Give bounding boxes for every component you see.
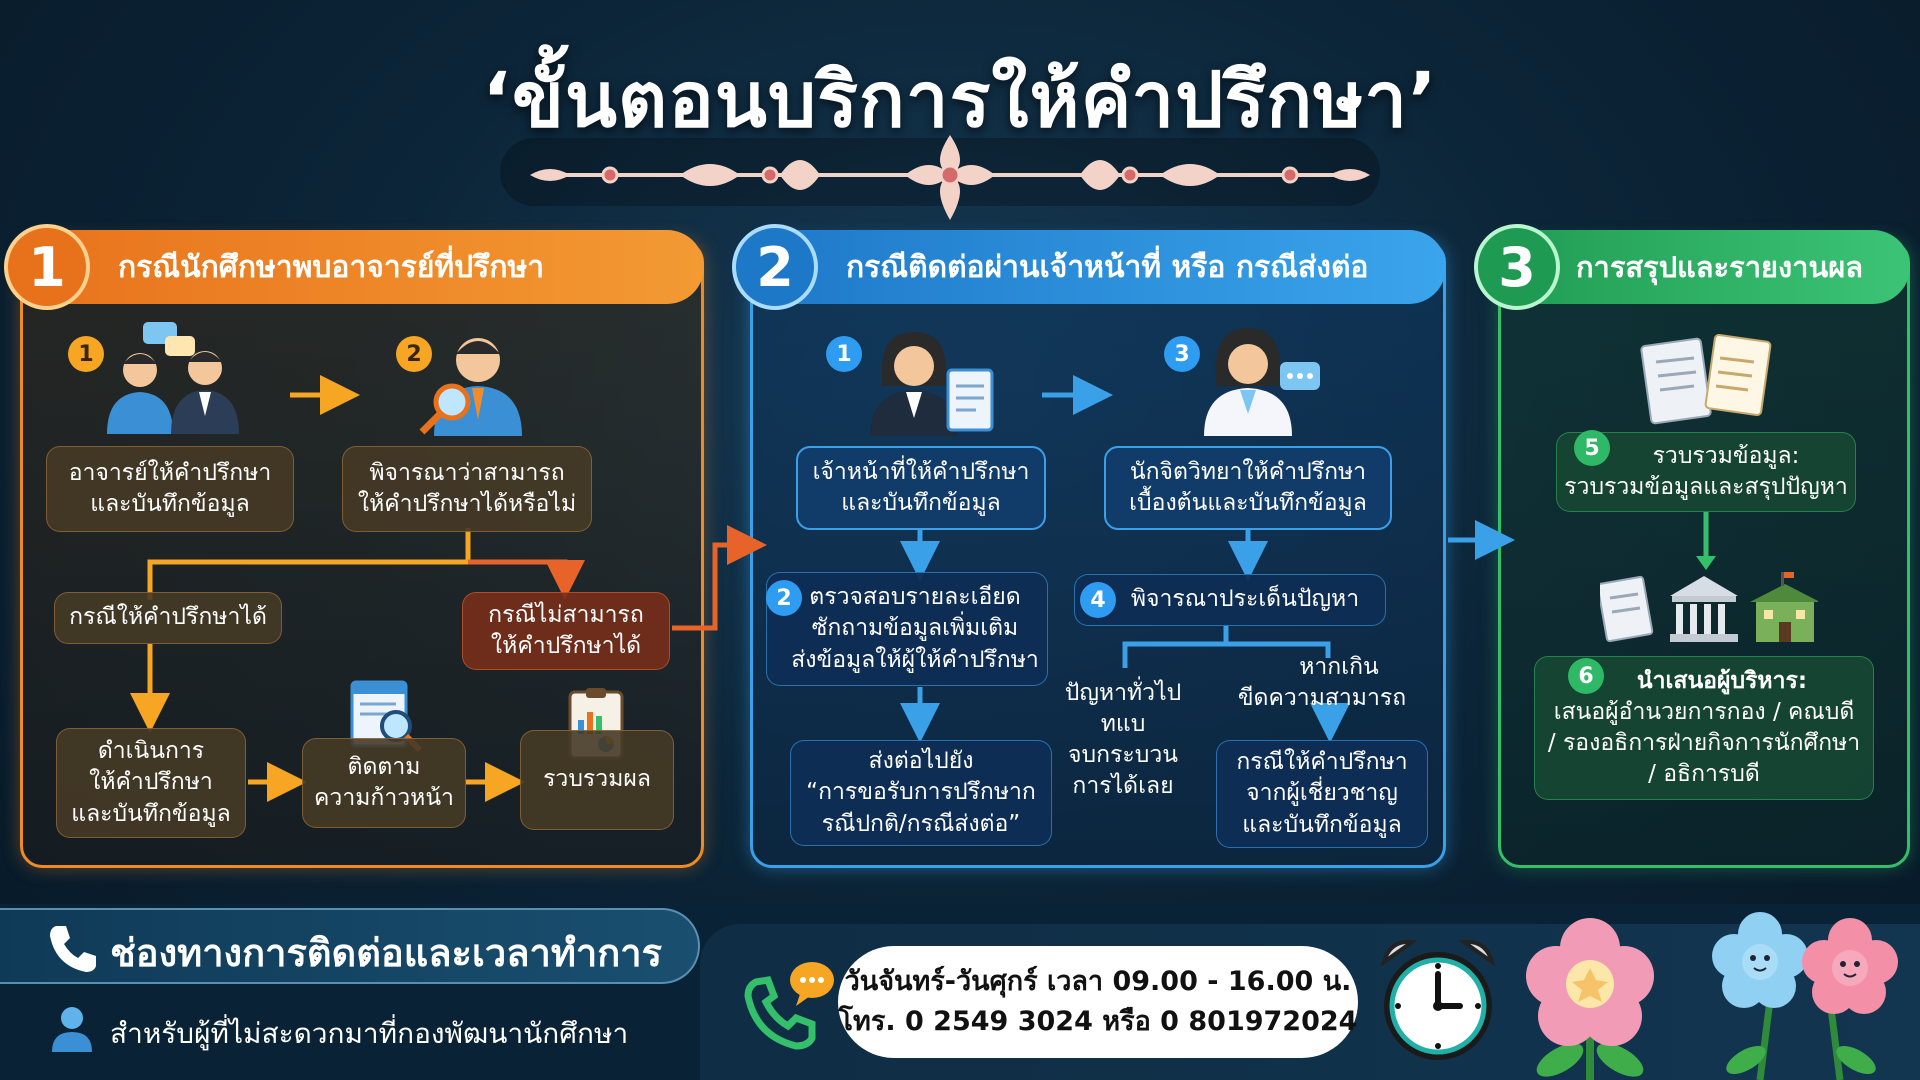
s2-general-line1: ปัญหาทั่วไป — [1064, 680, 1182, 706]
s2-general-line3: จบกระบวน — [1068, 742, 1178, 769]
s2-step3-box: นักจิตวิทยาให้คำปรึกษาเบื้องต้นและบันทึก… — [1104, 446, 1392, 530]
section-1-header: 1 กรณีนักศึกษาพบอาจารย์ที่ปรึกษา — [4, 224, 704, 310]
s2-step1-line1: เจ้าหน้าที่ให้คำปรึกษา — [812, 458, 1030, 485]
s2-expert-line2: จากผู้เชี่ยวชาญ — [1246, 780, 1398, 807]
s1-collect-box: รวบรวมผล — [520, 730, 674, 830]
s2-exceed-line2: ขีดความสามารถ — [1237, 685, 1407, 712]
s1-follow-line2: ความก้าวหน้า — [314, 785, 454, 811]
section-3-title: การสรุปและรายงานผล — [1576, 250, 1864, 284]
s1-no-line1: กรณีไม่สามารถ — [488, 601, 644, 628]
s1-proceed-box: ดำเนินการให้คำปรึกษาและบันทึกข้อมูล — [56, 728, 246, 838]
section-2-title: กรณีติดต่อผ่านเจ้าหน้าที่ หรือ กรณีส่งต่… — [846, 249, 1369, 285]
s2-step4-box: พิจารณาประเด็นปัญหา — [1074, 574, 1386, 626]
phone-chat-icon — [744, 962, 834, 1050]
s2-step3-line2: เบื้องต้นและบันทึกข้อมูล — [1129, 490, 1367, 516]
s1-step1-badge: 1 — [68, 336, 104, 372]
s3-step6-line3: / รองอธิการฝ่ายกิจการนักศึกษา — [1547, 730, 1861, 756]
s1-no-box: กรณีไม่สามารถให้คำปรึกษาได้ — [462, 592, 670, 670]
phone-icon — [50, 926, 96, 972]
s3-step6-line1: นำเสนอผู้บริหาร: — [1636, 667, 1808, 694]
s1-step2-box: พิจารณาว่าสามารถให้คำปรึกษาได้หรือไม่ — [342, 446, 592, 532]
s1-proceed-line1: ดำเนินการ — [97, 738, 205, 765]
user-icon — [52, 1007, 92, 1052]
s3-step6-badge: 6 — [1568, 658, 1604, 694]
s2-expert-line3: และบันทึกข้อมูล — [1242, 811, 1402, 838]
s2-step4-label: พิจารณาประเด็นปัญหา — [1130, 586, 1360, 613]
s1-step2-line2: ให้คำปรึกษาได้หรือไม่ — [357, 491, 577, 517]
s2-step3-line1: นักจิตวิทยาให้คำปรึกษา — [1129, 458, 1367, 485]
s2-refer-line3: รณีปกติ/กรณีส่งต่อ” — [821, 810, 1021, 837]
s3-step5-badge: 5 — [1574, 430, 1610, 466]
s2-refer-box: ส่งต่อไปยัง “การขอรับการปรึกษากรณีปกติ/กร… — [790, 740, 1052, 846]
s3-step6-line2: เสนอผู้อำนวยการกอง / คณบดี — [1553, 698, 1855, 725]
s2-general-text: ปัญหาทั่วไป ทแบ จบกระบวน การได้เลย — [1052, 678, 1194, 802]
s1-yes-label: กรณีให้คำปรึกษาได้ — [69, 604, 267, 631]
s1-step2-badge: 2 — [396, 336, 432, 372]
ornament-divider-icon — [530, 135, 1370, 220]
documents-icon — [1640, 333, 1772, 425]
contact-header — [0, 908, 700, 984]
flower-icon — [1526, 912, 1898, 1080]
s2-step2-badge: 2 — [766, 580, 802, 616]
teacher-student-icon — [107, 322, 239, 434]
s1-follow-box: ติดตามความก้าวหน้า — [302, 738, 466, 828]
s3-step5-box: รวบรวมข้อมูล: รวบรวมข้อมูลและสรุปปัญหา — [1556, 432, 1856, 512]
s2-step2-line1: ตรวจสอบรายละเอียด — [809, 584, 1021, 611]
section-2-number: 2 — [732, 224, 818, 310]
s3-step6-box: นำเสนอผู้บริหาร: เสนอผู้อำนวยการกอง / คณ… — [1534, 656, 1874, 800]
s2-exceed-text: หากเกิน ขีดความสามารถ — [1232, 652, 1412, 714]
s2-general-line4: การได้เลย — [1072, 773, 1174, 800]
magnifier-advisor-icon — [419, 338, 522, 436]
s2-expert-box: กรณีให้คำปรึกษาจากผู้เชี่ยวชาญและบันทึกข… — [1216, 740, 1428, 848]
s3-step6-line4: / อธิการบดี — [1648, 761, 1760, 788]
s2-refer-line2: “การขอรับการปรึกษาก — [806, 779, 1036, 806]
s1-step1-line2: และบันทึกข้อมูล — [90, 491, 250, 517]
s1-proceed-line2: ให้คำปรึกษา — [89, 769, 213, 796]
alarm-clock-icon — [1380, 939, 1496, 1060]
s2-step2-line3: ส่งข้อมูลให้ผู้ให้คำปรึกษา — [791, 646, 1039, 673]
s2-step2-box: ตรวจสอบรายละเอียดซักถามข้อมูลเพิ่มเติมส่… — [766, 572, 1048, 686]
psychologist-chat-icon — [1204, 328, 1320, 436]
s2-step4-badge: 4 — [1080, 582, 1116, 618]
s1-no-line2: ให้คำปรึกษาได้ — [490, 633, 642, 659]
s1-proceed-line3: และบันทึกข้อมูล — [71, 800, 231, 827]
s1-step1-box: อาจารย์ให้คำปรึกษาและบันทึกข้อมูล — [46, 446, 294, 532]
s2-step2-line2: ซักถามข้อมูลเพิ่มเติม — [811, 615, 1019, 642]
officer-clipboard-icon — [870, 332, 994, 436]
s2-general-line2: ทแบ — [1100, 711, 1146, 738]
page-title: ‘ขั้นตอนบริการให้คำปรึกษา’ — [482, 55, 1438, 144]
contact-subtitle: สำหรับผู้ที่ไม่สะดวกมาที่กองพัฒนานักศึกษ… — [110, 1017, 629, 1050]
s1-step2-line1: พิจารณาว่าสามารถ — [369, 459, 565, 486]
s2-expert-line1: กรณีให้คำปรึกษา — [1236, 749, 1408, 776]
report-search-icon — [350, 680, 423, 753]
institution-icon — [1600, 572, 1818, 643]
s3-step5-line2: รวบรวมข้อมูลและสรุปปัญหา — [1564, 474, 1848, 500]
s1-yes-box: กรณีให้คำปรึกษาได้ — [54, 592, 282, 644]
s2-step1-line2: และบันทึกข้อมูล — [841, 490, 1001, 516]
contact-title: ช่องทางการติดต่อและเวลาทำการ — [110, 931, 663, 975]
contact-phone: โทร. 0 2549 3024 หรือ 0 801972024 — [838, 1006, 1358, 1037]
s2-refer-line1: ส่งต่อไปยัง — [868, 748, 974, 775]
s1-step1-line1: อาจารย์ให้คำปรึกษา — [68, 459, 272, 486]
s2-step1-badge: 1 — [826, 336, 862, 372]
section-2-header: 2 กรณีติดต่อผ่านเจ้าหน้าที่ หรือ กรณีส่ง… — [732, 224, 1446, 310]
contact-hours: วันจันทร์-วันศุกร์ เวลา 09.00 - 16.00 น. — [844, 965, 1352, 997]
section-3-number: 3 — [1474, 224, 1560, 310]
s2-exceed-line1: หากเกิน — [1299, 654, 1379, 680]
s2-step3-badge: 3 — [1164, 336, 1200, 372]
contact-hours-pill: วันจันทร์-วันศุกร์ เวลา 09.00 - 16.00 น.… — [838, 946, 1358, 1058]
s1-collect-label: รวบรวมผล — [543, 766, 651, 793]
section-1-number: 1 — [4, 224, 90, 310]
s1-follow-line1: ติดตาม — [347, 753, 421, 780]
section-1-title: กรณีนักศึกษาพบอาจารย์ที่ปรึกษา — [118, 249, 545, 285]
section-3-header: 3 การสรุปและรายงานผล — [1474, 224, 1910, 310]
s2-step1-box: เจ้าหน้าที่ให้คำปรึกษาและบันทึกข้อมูล — [796, 446, 1046, 530]
s3-step5-line1: รวบรวมข้อมูล: — [1652, 442, 1800, 469]
